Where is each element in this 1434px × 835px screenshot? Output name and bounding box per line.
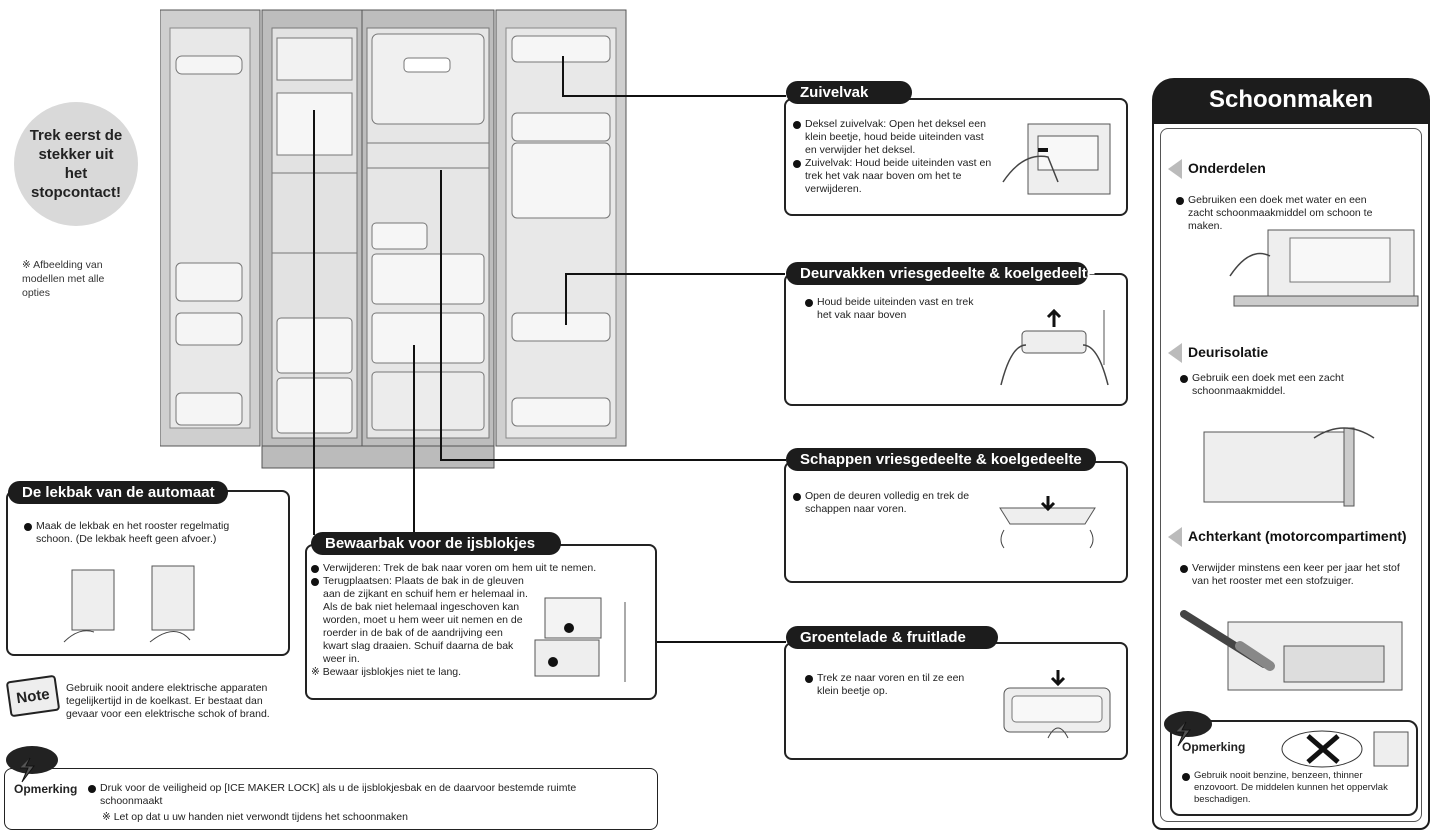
zuivelvak-illustration [998, 122, 1116, 204]
onderdelen-illustration [1228, 226, 1420, 316]
achterkant-illustration [1180, 606, 1406, 694]
groentelade-items: Trek ze naar voren en til ze een klein b… [805, 672, 985, 698]
note-icon: Note [5, 674, 61, 718]
lekbak-illustration [60, 562, 210, 648]
schoonmaken-inner [1160, 128, 1422, 822]
ijsblokjes-item-1: Verwijderen: Trek de bak naar voren om h… [311, 562, 656, 575]
schoonmaken-opmerking-item: Gebruik nooit benzine, benzeen, thinner … [1182, 770, 1404, 806]
groentelade-title: Groentelade & fruitlade [786, 626, 998, 649]
deurvakken-illustration [996, 305, 1114, 397]
ijsblokjes-illustration [525, 592, 647, 690]
lekbak-items: Maak de lekbak en het rooster regelmatig… [24, 520, 254, 546]
groentelade-illustration [998, 668, 1116, 750]
ijsblokjes-note: ※ Bewaar ijsblokjes niet te lang. [311, 666, 462, 678]
storm-cloud-icon [2, 742, 62, 784]
opmerking-item: Druk voor de veiligheid op [ICE MAKER LO… [88, 782, 608, 808]
section-onderdelen-text: Gebruiken een doek met water en een zach… [1176, 194, 1388, 233]
section-achterkant-text: Verwijder minstens een keer per jaar het… [1180, 562, 1412, 588]
zuivelvak-title: Zuivelvak [786, 81, 912, 104]
lekbak-item-1: Maak de lekbak en het rooster regelmatig… [24, 520, 254, 546]
schoonmaken-opmerking-label: Opmerking [1182, 740, 1246, 754]
warning-circle: Trek eerst de stekker uit het stopcontac… [14, 102, 138, 226]
opmerking-text: Druk voor de veiligheid op [ICE MAKER LO… [88, 782, 608, 824]
ijsblokjes-title: Bewaarbak voor de ijsblokjes [311, 532, 561, 555]
section-onderdelen-item: Gebruiken een doek met water en een zach… [1176, 194, 1388, 233]
warning-text: Trek eerst de stekker uit het stopcontac… [29, 127, 123, 201]
schoonmaken-opmerking-box [1170, 720, 1418, 816]
callout-line [562, 56, 564, 96]
section-deurisolatie-item: Gebruik een doek met een zacht schoonmaa… [1180, 372, 1380, 398]
lekbak-box [6, 490, 290, 656]
note-label: Note [15, 685, 51, 707]
no-benzine-icon [1278, 728, 1414, 770]
callout-line [313, 110, 315, 535]
opmerking-box [4, 768, 658, 830]
section-deurisolatie-text: Gebruik een doek met een zacht schoonmaa… [1180, 372, 1380, 398]
section-deurisolatie-title: Deurisolatie [1168, 343, 1268, 363]
section-achterkant-title: Achterkant (motorcompartiment) [1168, 527, 1407, 547]
zuivelvak-items: Deksel zuivelvak: Open het deksel een kl… [793, 118, 993, 196]
image-note: ※ Afbeelding van modellen met alle optie… [22, 259, 105, 299]
deurvakken-item-1: Houd beide uiteinden vast en trek het va… [805, 296, 975, 322]
deurvakken-items: Houd beide uiteinden vast en trek het va… [805, 296, 975, 322]
deurisolatie-illustration [1194, 418, 1384, 508]
section-achterkant-item: Verwijder minstens een keer per jaar het… [1180, 562, 1412, 588]
opmerking-label: Opmerking [14, 782, 78, 796]
callout-line [562, 95, 786, 97]
groentelade-item-1: Trek ze naar voren en til ze een klein b… [805, 672, 985, 698]
schoonmaken-opmerking-text: Gebruik nooit benzine, benzeen, thinner … [1182, 770, 1404, 806]
callout-line [565, 273, 567, 325]
lekbak-title: De lekbak van de automaat [8, 481, 228, 504]
schoonmaken-title: Schoonmaken [1208, 86, 1374, 113]
zuivelvak-item-1: Deksel zuivelvak: Open het deksel een kl… [793, 118, 993, 157]
callout-line [440, 170, 442, 460]
callout-line [565, 273, 785, 275]
ijsblokjes-item-2: Terugplaatsen: Plaats de bak in de gleuv… [311, 575, 528, 666]
schappen-title: Schappen vriesgedeelte & koelgedeelte [786, 448, 1096, 471]
schappen-item-1: Open de deuren volledig en trek de schap… [793, 490, 973, 516]
storm-cloud-icon [1160, 708, 1214, 748]
ijsblokjes-text: Verwijderen: Trek de bak naar voren om h… [311, 562, 656, 679]
deurvakken-title: Deurvakken vriesgedeelte & koelgedeelte [786, 262, 1095, 285]
opmerking-sub: ※ Let op dat u uw handen niet verwondt t… [102, 811, 408, 823]
schappen-items: Open de deuren volledig en trek de schap… [793, 490, 973, 516]
note-text: Gebruik nooit andere elektrische apparat… [66, 682, 270, 720]
callout-line [413, 345, 415, 642]
schappen-illustration [980, 490, 1115, 550]
fridge-illustration [159, 8, 630, 470]
callout-line [440, 459, 786, 461]
section-onderdelen-title: Onderdelen [1168, 159, 1266, 179]
zuivelvak-item-2: Zuivelvak: Houd beide uiteinden vast en … [793, 157, 993, 196]
schoonmaken-header: Schoonmaken [1152, 78, 1430, 122]
